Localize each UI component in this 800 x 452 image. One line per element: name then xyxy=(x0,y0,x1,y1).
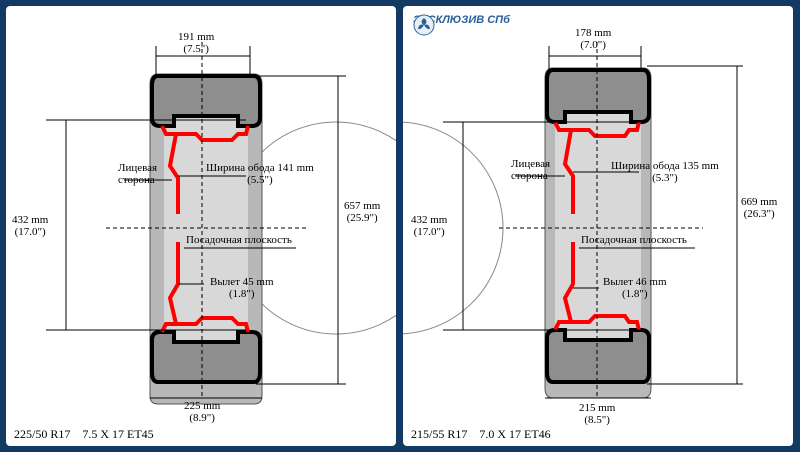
rim-top xyxy=(160,125,250,142)
rim-bottom xyxy=(553,314,641,331)
tread-bottom xyxy=(150,330,262,384)
top-width-label: 178 mm(7.0") xyxy=(575,27,612,51)
left-caption: 225/50 R17 7.5 X 17 ET45 xyxy=(14,427,154,441)
bottom-width-label: 225 mm(8.9") xyxy=(184,400,221,424)
left-wheel-diagram xyxy=(46,42,396,405)
brand-name: ЭКСКЛЮЗИВ СПб xyxy=(413,14,510,26)
offset-label: Вылет 46 mm(1.8") xyxy=(603,276,667,300)
rim-dia-label: 432 mm(17.0") xyxy=(12,214,49,238)
tire-inner xyxy=(555,110,641,368)
right-caption: 215/55 R17 7.0 X 17 ET46 xyxy=(411,427,551,441)
rim-width-label: Ширина обода 135 mm(5.3") xyxy=(611,160,719,184)
rim-bottom xyxy=(160,316,250,333)
right-wheel-diagram xyxy=(403,42,743,399)
right-wheel-panel: ЭКСКЛЮЗИВ СПб 178 mm(7.0") 432 mm(17.0")… xyxy=(403,6,793,446)
rim-spoke xyxy=(562,129,575,323)
top-width-label: 191 mm(7.5") xyxy=(178,31,215,55)
rim-top xyxy=(553,121,641,138)
outer-dia-label: 657 mm(25.9") xyxy=(344,200,381,224)
left-wheel-panel: 191 mm(7.5") 432 mm(17.0") 657 mm(25.9")… xyxy=(6,6,396,446)
seating-plane-label: Посадочная плоскость xyxy=(581,234,687,246)
offset-label: Вылет 45 mm(1.8") xyxy=(210,276,274,300)
rim-dia-label: 432 mm(17.0") xyxy=(411,214,448,238)
tread-top xyxy=(150,74,262,128)
rim-width-label: Ширина обода 141 mm(5.5") xyxy=(206,162,314,186)
rim-spoke xyxy=(167,133,180,325)
outer-dia-label: 669 mm(26.3") xyxy=(741,196,778,220)
tread-top xyxy=(545,68,651,124)
seating-plane-label: Посадочная плоскость xyxy=(186,234,292,246)
bottom-width-label: 215 mm(8.5") xyxy=(579,402,616,426)
tread-bottom xyxy=(545,328,651,384)
triskelion-logo-icon xyxy=(413,14,435,36)
brand-logo: ЭКСКЛЮЗИВ СПб xyxy=(413,14,510,36)
